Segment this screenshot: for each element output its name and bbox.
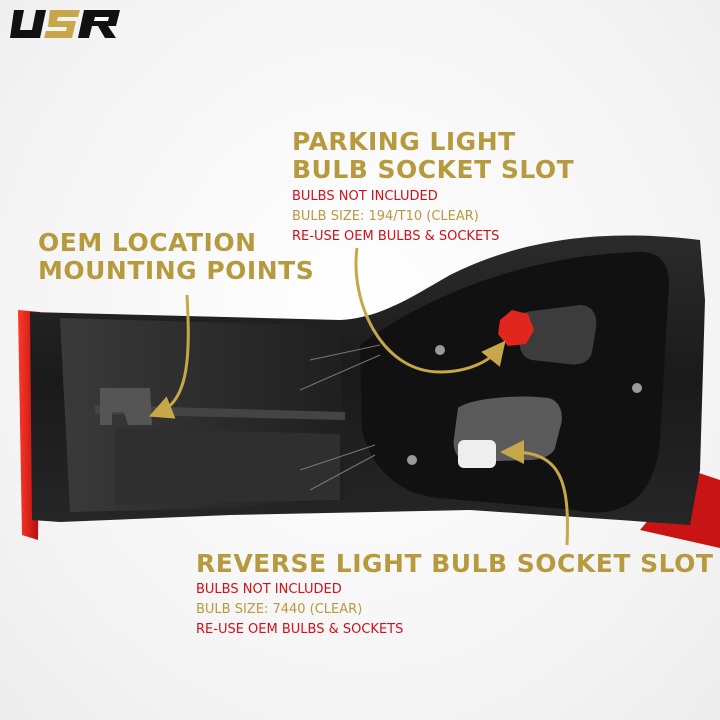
socket-back-plate: [360, 252, 670, 513]
mounting-bracket: [100, 388, 152, 425]
parking-note-size: BULB SIZE: 194/T10 (CLEAR): [292, 209, 479, 224]
screw: [632, 383, 642, 393]
screw: [407, 455, 417, 465]
parking-note-reuse: RE-USE OEM BULBS & SOCKETS: [292, 229, 500, 244]
wire: [309, 454, 376, 491]
oem-mounting-title: OEM LOCATION MOUNTING POINTS: [38, 228, 315, 286]
parking-title-line1: PARKING LIGHT: [292, 127, 516, 156]
reverse-note-reuse: RE-USE OEM BULBS & SOCKETS: [196, 622, 404, 637]
reverse-note-bulbs: BULBS NOT INCLUDED: [196, 582, 342, 597]
reverse-light-title: REVERSE LIGHT BULB SOCKET SLOT: [196, 549, 714, 578]
wire: [299, 444, 376, 471]
parking-note-bulbs: BULBS NOT INCLUDED: [292, 189, 438, 204]
parking-light-title: PARKING LIGHT BULB SOCKET SLOT: [292, 127, 575, 185]
reverse-socket: [458, 440, 496, 468]
oem-title-line1: OEM LOCATION: [38, 228, 257, 257]
screw: [435, 345, 445, 355]
parking-socket-opening: [519, 305, 597, 365]
oem-title-line2: MOUNTING POINTS: [38, 256, 315, 286]
reverse-note-size: BULB SIZE: 7440 (CLEAR): [196, 602, 363, 617]
parking-title-line2: BULB SOCKET SLOT: [292, 155, 575, 185]
housing-lower-panel: [115, 428, 340, 505]
parking-socket: [498, 310, 534, 346]
usr-logo: [10, 10, 120, 38]
